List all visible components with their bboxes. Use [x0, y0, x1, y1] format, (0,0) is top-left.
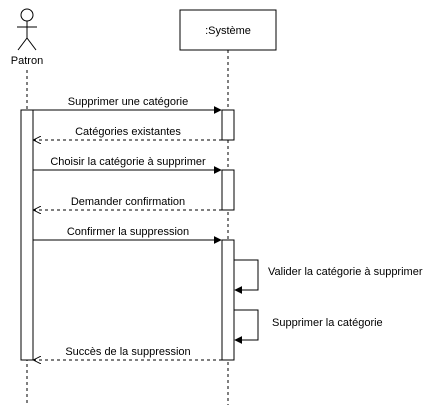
message-label-choisir-categorie: Choisir la catégorie à supprimer [50, 156, 206, 168]
system-activation-bar-1 [221, 109, 235, 141]
return-label-categories-existantes: Catégories existantes [75, 126, 181, 138]
return-label-demander-confirmation: Demander confirmation [71, 196, 185, 208]
self-message-arrow-supprimer-categorie [234, 309, 259, 344]
return-label-succes-suppression: Succès de la suppression [65, 346, 190, 358]
self-message-arrow-valider-categorie [234, 259, 259, 294]
system-label: :Système [205, 25, 251, 37]
system-participant-box [179, 9, 277, 51]
actor-label: Patron [11, 55, 43, 67]
actor-activation-bar [20, 109, 34, 361]
actor-icon [17, 8, 37, 51]
system-activation-bar-3 [221, 239, 235, 361]
self-message-label-supprimer-categorie: Supprimer la catégorie [272, 317, 383, 329]
self-message-label-valider-categorie: Valider la catégorie à supprimer [268, 266, 423, 278]
system-activation-bar-2 [221, 169, 235, 211]
message-label-confirmer-suppression: Confirmer la suppression [67, 226, 189, 238]
message-label-supprimer-categorie: Supprimer une catégorie [68, 96, 188, 108]
